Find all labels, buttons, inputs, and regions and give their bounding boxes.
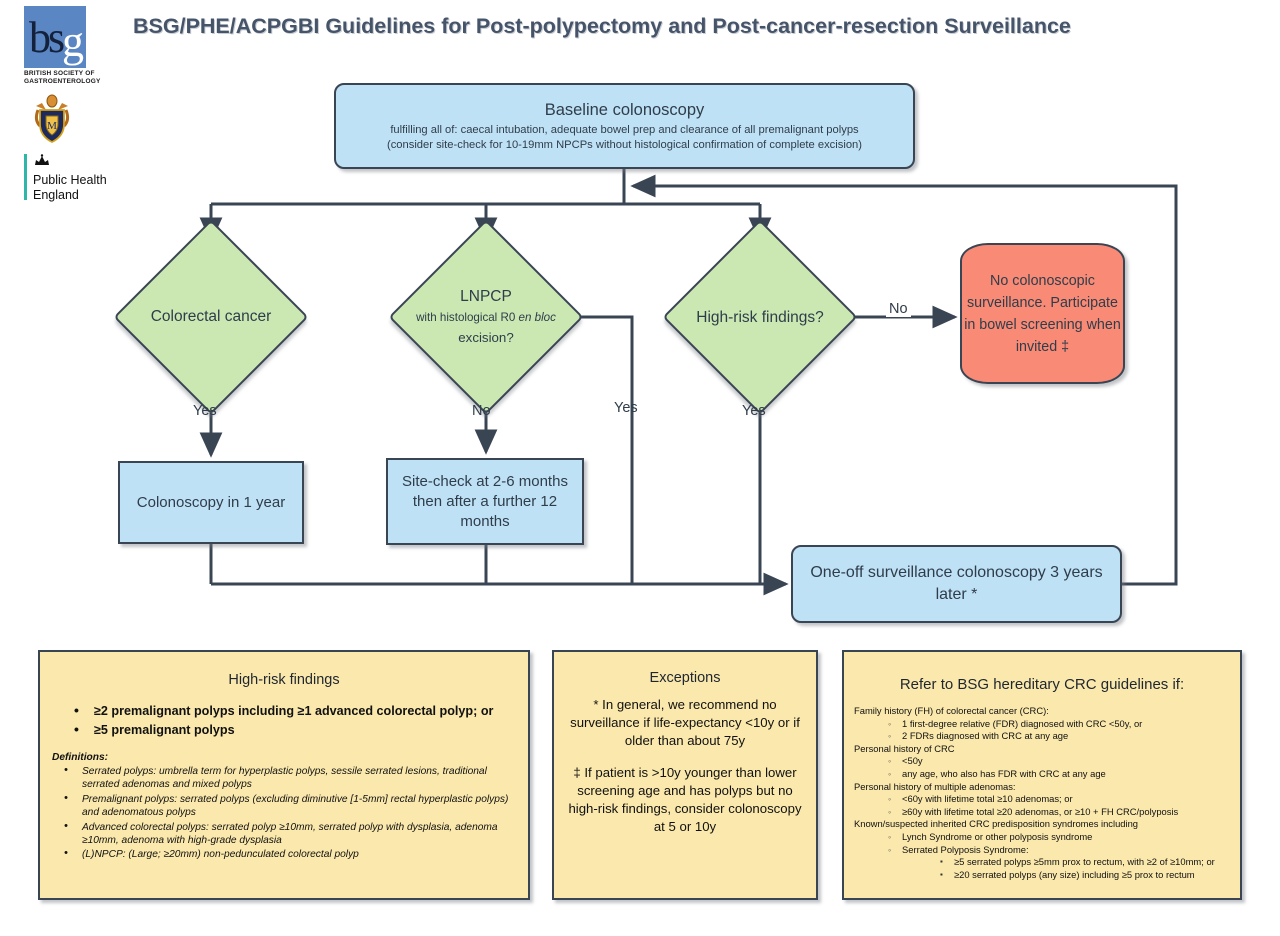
refer-group-list: 1 first-degree relative (FDR) diagnosed …	[854, 718, 1230, 743]
list-item: ≥2 premalignant polyps including ≥1 adva…	[72, 701, 518, 721]
node-site-check[interactable]: Site-check at 2-6 months then after a fu…	[386, 458, 584, 545]
panel-exceptions: Exceptions * In general, we recommend no…	[552, 650, 818, 900]
diamond-shape	[113, 219, 309, 415]
svg-text:M: M	[47, 120, 57, 132]
list-item: 2 FDRs diagnosed with CRC at any age	[888, 730, 1230, 743]
edge-label-crc-yes: Yes	[193, 403, 217, 419]
refer-group-heading: Family history (FH) of colorectal cancer…	[854, 705, 1049, 716]
list-item: ≥20 serrated polyps (any size) including…	[940, 869, 1230, 882]
phe-crown-icon	[33, 154, 107, 172]
one-off-text: One-off surveillance colonoscopy 3 years…	[810, 564, 1103, 603]
definitions-list: Serrated polyps: umbrella term for hyper…	[50, 764, 518, 862]
node-one-off-surveillance[interactable]: One-off surveillance colonoscopy 3 years…	[791, 545, 1122, 623]
list-item: any age, who also has FDR with CRC at an…	[888, 768, 1230, 781]
refer-group-heading: Personal history of multiple adenomas:	[854, 780, 1016, 792]
definitions-heading: Definitions:	[52, 752, 109, 763]
diamond-shape	[388, 219, 584, 415]
refer-body: Family history (FH) of colorectal cancer…	[854, 705, 1230, 881]
exceptions-para-1: * In general, we recommend no surveillan…	[570, 697, 800, 748]
logo-column: b s g BRITISH SOCIETY OF GASTROENTEROLOG…	[24, 6, 124, 203]
decision-colorectal-cancer[interactable]: Colorectal cancer	[113, 219, 309, 415]
edge-label-hrf-yes: Yes	[742, 403, 766, 419]
refer-subgroup-list: ≥5 serrated polyps ≥5mm prox to rectum, …	[902, 856, 1230, 881]
list-item: Lynch Syndrome or other polyposis syndro…	[888, 831, 1230, 844]
edge-label-lnpcp-yes: Yes	[614, 400, 638, 416]
no-surveillance-text: No colonoscopic surveillance. Participat…	[964, 272, 1121, 355]
panel-refer-hereditary-crc: Refer to BSG hereditary CRC guidelines i…	[842, 650, 1242, 900]
list-item: ≥60y with lifetime total ≥20 adenomas, o…	[888, 806, 1230, 819]
list-item: 1 first-degree relative (FDR) diagnosed …	[888, 718, 1230, 731]
baseline-heading: Baseline colonoscopy	[544, 101, 705, 119]
site-check-text: Site-check at 2-6 months then after a fu…	[402, 472, 568, 530]
phe-label-line2: England	[33, 188, 79, 202]
list-item: Serrated Polyposis Syndrome: ≥5 serrated…	[888, 844, 1230, 882]
panel-high-risk-findings: High-risk findings ≥2 premalignant polyp…	[38, 650, 530, 900]
list-item: Advanced colorectal polyps: serrated pol…	[64, 820, 518, 848]
bsg-logo-caption: BRITISH SOCIETY OF GASTROENTEROLOGY	[24, 70, 101, 84]
list-item: <60y with lifetime total ≥10 adenomas; o…	[888, 793, 1230, 806]
svg-text:s: s	[48, 13, 65, 62]
phe-accent-bar	[24, 154, 27, 200]
list-item: Serrated polyps: umbrella term for hyper…	[64, 764, 518, 792]
colonoscopy-1y-text: Colonoscopy in 1 year	[136, 493, 286, 511]
list-item: ≥5 serrated polyps ≥5mm prox to rectum, …	[940, 856, 1230, 869]
decision-lnpcp[interactable]: LNPCP with histological R0 en bloc excis…	[388, 219, 584, 415]
acpgbi-crest-icon: M	[24, 90, 80, 146]
refer-group-heading: Known/suspected inherited CRC predisposi…	[854, 818, 1139, 830]
baseline-line2: (consider site-check for 10-19mm NPCPs w…	[386, 139, 863, 151]
phe-label-line1: Public Health	[33, 173, 107, 187]
svg-text:b: b	[29, 13, 51, 62]
svg-text:g: g	[62, 17, 84, 66]
list-item: Premalignant polyps: serrated polyps (ex…	[64, 792, 518, 820]
node-colonoscopy-in-1-year[interactable]: Colonoscopy in 1 year	[118, 461, 304, 544]
public-health-england-logo: Public Health England	[24, 154, 124, 203]
page-title: BSG/PHE/ACPGBI Guidelines for Post-polyp…	[133, 14, 1071, 38]
refer-group-heading: Personal history of CRC	[854, 742, 955, 754]
node-baseline-colonoscopy[interactable]: Baseline colonoscopy fulfilling all of: …	[334, 83, 915, 169]
list-item: (L)NPCP: (Large; ≥20mm) non-pedunculated…	[64, 847, 518, 861]
high-risk-bullet-list: ≥2 premalignant polyps including ≥1 adva…	[50, 701, 518, 740]
decision-high-risk-findings[interactable]: High-risk findings?	[662, 219, 858, 415]
panel-refer-title: Refer to BSG hereditary CRC guidelines i…	[899, 676, 1185, 693]
refer-group-list: Lynch Syndrome or other polyposis syndro…	[854, 831, 1230, 881]
exceptions-para-2: ‡ If patient is >10y younger than lower …	[568, 765, 802, 834]
edge-label-lnpcp-no: No	[472, 403, 491, 419]
panel-exceptions-title: Exceptions	[649, 670, 721, 686]
refer-group-list: <60y with lifetime total ≥10 adenomas; o…	[854, 793, 1230, 818]
edge-label-hrf-no: No	[886, 301, 911, 317]
diamond-shape	[662, 219, 858, 415]
bsg-logo-icon: b s g	[24, 6, 86, 68]
panel-high-risk-title: High-risk findings	[228, 672, 340, 688]
baseline-line1: fulfilling all of: caecal intubation, ad…	[390, 124, 859, 136]
node-no-colonoscopic-surveillance[interactable]: No colonoscopic surveillance. Participat…	[960, 243, 1125, 384]
list-item: ≥5 premalignant polyps	[72, 720, 518, 740]
list-item: <50y	[888, 755, 1230, 768]
refer-group-list: <50y any age, who also has FDR with CRC …	[854, 755, 1230, 780]
